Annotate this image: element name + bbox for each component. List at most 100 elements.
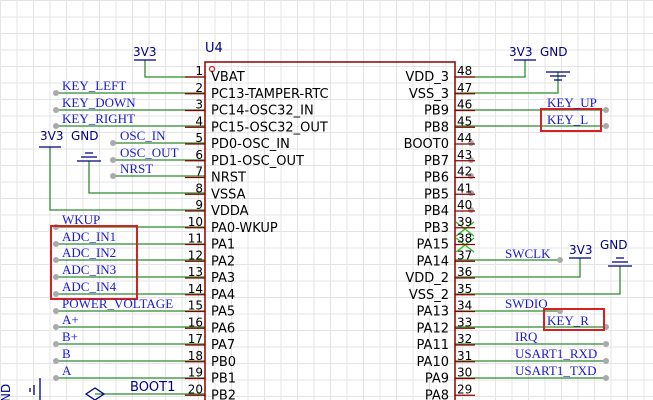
pin-number-right: 39 [457,215,472,229]
pin-number-left: 11 [188,232,203,246]
pin-name-right: PB8 [424,120,449,135]
pin-name-left: VBAT [211,70,245,85]
pin-number-left: 12 [188,248,203,262]
pin-number-left: 13 [188,265,203,279]
pin-name-left: PA0-WKUP [211,221,278,236]
pin-number-left: 17 [188,332,203,346]
pin-name-left: PD0-OSC_IN [211,137,290,152]
pin-number-right: 30 [457,366,472,380]
pin-number-left: 1 [195,64,203,78]
power-label-3v3-topright: 3V3 [509,45,532,59]
chip-body [204,61,456,400]
gnd-symbol-topright [546,71,570,81]
net-label-swclk: SWCLK [505,246,551,261]
pin-name-left: PB2 [211,388,236,400]
pin-name-right: PA14 [417,254,449,269]
net-label-irq: IRQ [515,329,538,344]
gnd-symbol-left [77,152,101,162]
pin-name-right: VDD_2 [405,271,449,286]
pin-name-right: PB9 [424,104,449,119]
pin-number-right: 33 [457,315,472,329]
pin-name-right: PA13 [417,305,449,320]
net-label-a: A [62,363,72,378]
pin-number-right: 46 [457,98,472,112]
pin-number-left: 18 [188,349,203,363]
net-label-wkup: WKUP [62,212,100,227]
pin-name-right: PB5 [424,187,449,202]
pin-number-right: 29 [457,382,472,396]
pin-name-left: PA6 [211,321,235,336]
pin-number-right: 31 [457,349,472,363]
pin-name-right: PA12 [417,321,449,336]
pin-name-left: PA3 [211,271,235,286]
boot1-port-symbol [84,387,106,400]
net-label-osc-out: OSC_OUT [120,145,179,160]
net-label-key-l: KEY_L [547,112,588,127]
power-label-3v3-left: 3V3 [40,129,63,143]
power-label-3v3-top: 3V3 [133,45,156,59]
power-label-gnd-swd: GND [600,238,628,252]
pin-number-left: 7 [195,165,203,179]
pin-name-left: PC13-TAMPER-RTC [211,87,329,102]
pin-name-right: PB3 [424,221,449,236]
net-label-key-right: KEY_RIGHT [62,111,135,126]
pin-number-left: 19 [188,366,203,380]
net-label-key-left: KEY_LEFT [62,78,126,93]
pin-number-right: 48 [457,64,472,78]
net-label-nrst: NRST [120,161,153,176]
gnd-symbol-partial [29,378,41,400]
pin-number-left: 2 [195,81,203,95]
pin-number-left: 8 [195,181,203,195]
pin-name-right: PA10 [417,355,449,370]
pin-number-left: 6 [195,148,203,162]
net-label-usart1-rxd: USART1_RXD [515,346,597,361]
power-label-gnd-topright: GND [540,45,568,59]
net-label-key-down: KEY_DOWN [62,95,136,110]
pin-number-right: 41 [457,181,472,195]
pin-name-left: PA5 [211,305,235,320]
pin-number-left: 3 [195,98,203,112]
pin-name-left: VSSA [211,187,246,202]
pin-number-right: 45 [457,114,472,128]
pin-name-left: PA7 [211,338,235,353]
net-label-adc-in2: ADC_IN2 [62,245,116,260]
power-label-gnd-partial: ND [0,384,13,400]
no-connect-pb3 [455,221,475,237]
pin-name-left: PA1 [211,238,235,253]
pin-number-left: 16 [188,315,203,329]
pin-name-left: PC15-OSC32_OUT [211,120,328,135]
pin-name-right: VSS_3 [409,87,449,102]
net-label-adc-in1: ADC_IN1 [62,229,116,244]
pin-number-right: 37 [457,248,472,262]
pin-number-left: 10 [188,215,203,229]
net-label-boot1: BOOT1 [130,380,175,395]
pin-name-right: PB6 [424,171,449,186]
pin-number-left: 4 [195,114,203,128]
pin-number-right: 40 [457,198,472,212]
pin-number-left: 5 [195,131,203,145]
net-label-adc-in3: ADC_IN3 [62,262,116,277]
power-symbols [29,59,632,400]
pin-number-left: 9 [195,198,203,212]
pin-name-left: PC14-OSC32_IN [211,104,314,119]
pin-name-right: BOOT0 [404,137,449,152]
pin-number-right: 32 [457,332,472,346]
power-label-gnd-left: GND [71,129,99,143]
pin-number-left: 20 [188,382,203,396]
net-label-adc-in4: ADC_IN4 [62,279,117,294]
pin-number-left: 15 [188,299,203,313]
chip-pins: 1 VBAT 2 PC13-TAMPER-RTC 3 PC14-OSC32_IN 4 PC15… [185,64,475,400]
pin-number-right: 44 [457,131,472,145]
pin-number-right: 36 [457,265,472,279]
pin-number-left: 14 [188,282,203,296]
pin-name-right: VSS_2 [409,288,449,303]
net-label-b: B [62,346,71,361]
net-label-power-voltage: POWER_VOLTAGE [62,296,173,311]
highlight-adc [50,225,138,300]
net-label-a-plus: A+ [62,312,79,327]
pin-name-right: VDD_3 [405,70,449,85]
highlight-key-r [543,308,605,331]
pin-name-left: PA2 [211,254,235,269]
pin-number-right: 34 [457,299,472,313]
